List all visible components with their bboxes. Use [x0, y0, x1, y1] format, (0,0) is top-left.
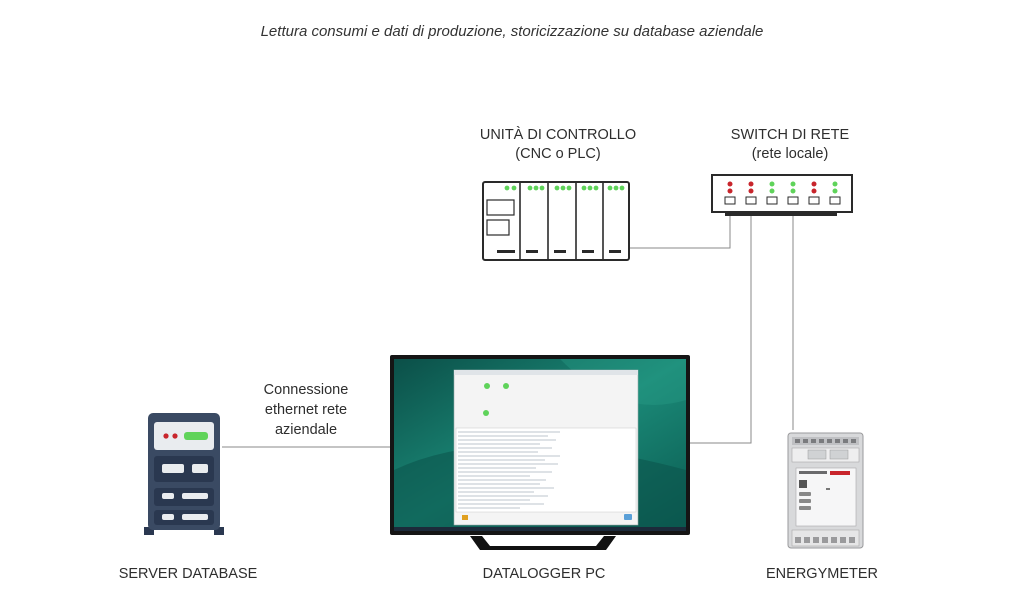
switch-label-line2: (rete locale) — [751, 146, 829, 162]
server-label: SERVER DATABASE — [118, 566, 258, 582]
line-pc-to-switch — [690, 205, 752, 444]
control-unit-label: UNITÀ DI CONTROLLO (CNC o PLC) — [458, 126, 658, 164]
connection-label-line1: Connessione — [263, 382, 349, 398]
server-icon — [144, 413, 224, 535]
switch-leds — [727, 181, 838, 194]
monitor-icon — [390, 355, 690, 550]
diagram-caption: Lettura consumi e dati di produzione, st… — [260, 23, 764, 40]
control-unit-icon — [482, 181, 630, 261]
switch-label-line1: SWITCH DI RETE — [730, 127, 850, 143]
line-plc-to-switch — [630, 205, 731, 249]
connection-label: Connessione ethernet rete aziendale — [236, 380, 376, 440]
energymeter-label: ENERGYMETER — [766, 566, 878, 582]
energymeter-icon — [787, 432, 864, 549]
switch-label: SWITCH DI RETE (rete locale) — [700, 126, 880, 164]
connection-lines — [222, 205, 794, 448]
switch-ports — [724, 196, 841, 205]
network-switch-icon — [711, 174, 853, 216]
connection-label-line3: aziendale — [274, 422, 338, 438]
datalogger-label: DATALOGGER PC — [482, 566, 606, 582]
connection-label-line2: ethernet rete — [264, 402, 348, 418]
control-unit-label-line2: (CNC o PLC) — [515, 146, 601, 162]
control-unit-label-line1: UNITÀ DI CONTROLLO — [479, 127, 637, 143]
